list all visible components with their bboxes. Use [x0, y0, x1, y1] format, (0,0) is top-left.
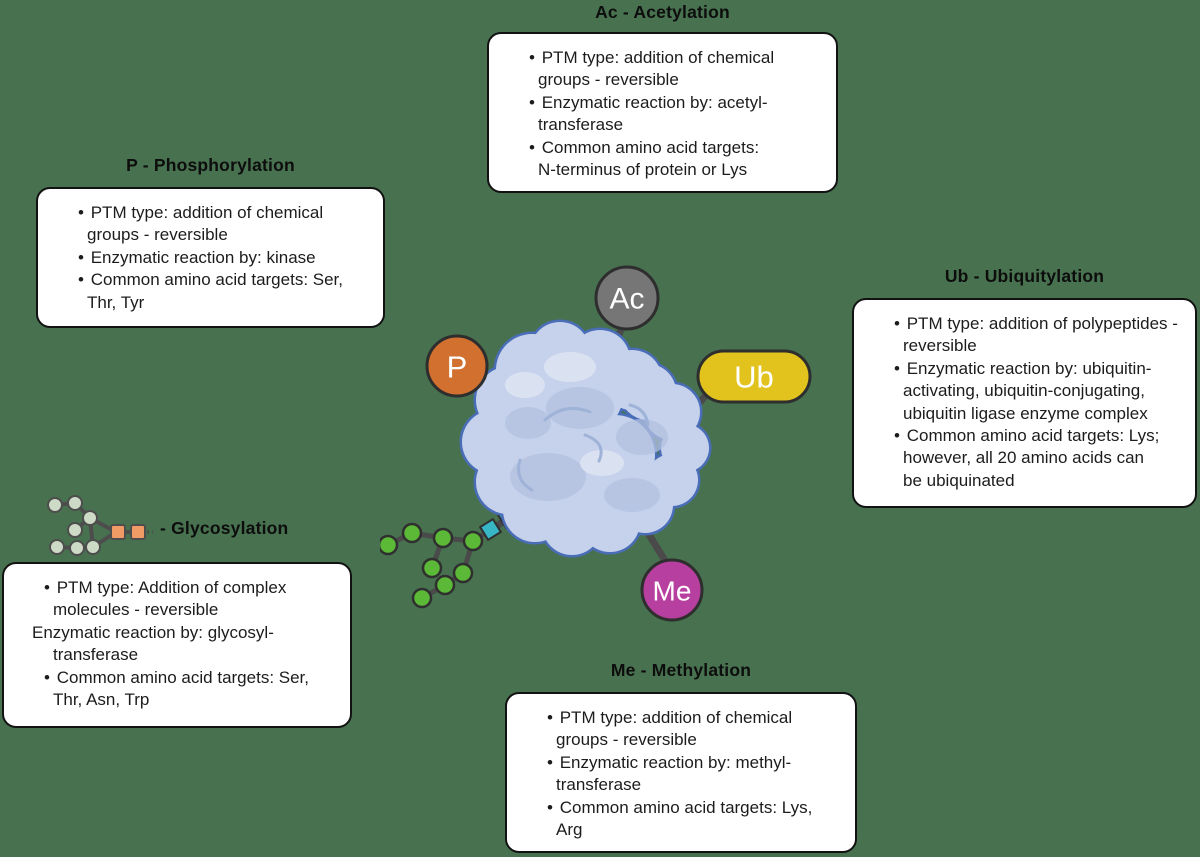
info-box-ubiquitylation: • PTM type: addition of polypeptides -re…	[852, 298, 1197, 508]
bullet-line: • PTM type: addition of chemical	[547, 707, 839, 729]
bullet-line: • Enzymatic reaction by: ubiquitin-	[894, 358, 1179, 380]
ub-marker: Ub	[696, 349, 812, 404]
bullet-line: groups - reversible	[538, 70, 679, 90]
bullet-line: transferase	[53, 645, 139, 665]
bullet-line: transferase	[538, 115, 624, 135]
bullet-dot: •	[529, 137, 535, 157]
me-marker-label: Me	[653, 576, 692, 607]
bullet-dot: •	[529, 92, 535, 112]
box-title-phosphorylation: P - Phosphorylation	[126, 155, 295, 175]
bullet-line: • Common amino acid targets:	[529, 137, 820, 159]
bullet-line: • Enzymatic reaction by: kinase	[78, 247, 367, 269]
bullet-dot: •	[894, 426, 900, 446]
ub-marker-label: Ub	[734, 360, 774, 395]
bullet-line: N-terminus of protein or Lys	[538, 160, 748, 180]
glycan-structure	[380, 505, 521, 609]
p-marker: P	[425, 334, 489, 398]
bullet-line: Enzymatic reaction by: glycosyl-	[32, 622, 274, 642]
bullet-line: • Common amino acid targets: Lys;	[894, 425, 1179, 447]
bullet-line: • Common amino acid targets: Ser,	[44, 667, 334, 689]
bullet-line: groups - reversible	[556, 730, 697, 750]
bullet-line: transferase	[556, 775, 642, 795]
bullet-line: • PTM type: addition of polypeptides -	[894, 313, 1179, 335]
bullet-dot: •	[894, 314, 900, 333]
bullet-dot: •	[547, 752, 553, 772]
bullet-dot: •	[44, 667, 50, 687]
bullet-line: • PTM type: Addition of complex	[44, 577, 334, 599]
bullet-line: activating, ubiquitin-conjugating,	[903, 381, 1145, 401]
bullet-line: • Enzymatic reaction by: acetyl-	[529, 92, 820, 114]
bullet-line: groups - reversible	[87, 225, 228, 245]
bullet-line: molecules - reversible	[53, 600, 219, 620]
bullet-dot: •	[529, 48, 535, 67]
bullet-dot: •	[78, 270, 84, 290]
bullet-line: Thr, Asn, Trp	[53, 690, 150, 710]
ac-marker-label: Ac	[609, 283, 644, 316]
bullet-line: • Common amino acid targets: Ser,	[78, 269, 367, 291]
protein-ptm-figure: Ac P Ub Me	[380, 265, 812, 622]
bullet-line: • PTM type: addition of chemical	[529, 47, 820, 69]
bullet-line: Thr, Tyr	[87, 292, 145, 312]
glycan-green-circles	[380, 522, 484, 609]
protein-blob	[459, 319, 712, 558]
box-title-ubiquitylation: Ub - Ubiquitylation	[944, 266, 1105, 286]
bullet-line: ubiquitin ligase enzyme complex	[903, 403, 1148, 423]
bullet-line: • Common amino acid targets: Lys,	[547, 797, 839, 819]
bullet-dot: •	[547, 708, 553, 727]
bullet-line: Arg	[556, 820, 583, 840]
bullet-line: reversible	[903, 336, 977, 356]
bullet-dot: •	[894, 358, 900, 378]
box-title-glycosylation: - Glycosylation	[160, 518, 289, 538]
ac-marker: Ac	[594, 265, 660, 331]
bullet-line: • Enzymatic reaction by: methyl-	[547, 752, 839, 774]
bullet-dot: •	[78, 247, 84, 267]
bullet-dot: •	[44, 578, 50, 597]
bullet-line: however, all 20 amino acids can	[903, 448, 1144, 468]
box-title-methylation: Me - Methylation	[610, 660, 752, 680]
glycan-icon	[47, 495, 153, 556]
bullet-line: • PTM type: addition of chemical	[78, 202, 367, 224]
bullet-dot: •	[547, 797, 553, 817]
bullet-dot: •	[78, 203, 84, 222]
box-title-acetylation: Ac - Acetylation	[595, 2, 730, 22]
p-marker-label: P	[447, 350, 468, 385]
bullet-line: be ubiquinated	[903, 470, 1015, 490]
me-marker: Me	[640, 558, 704, 622]
